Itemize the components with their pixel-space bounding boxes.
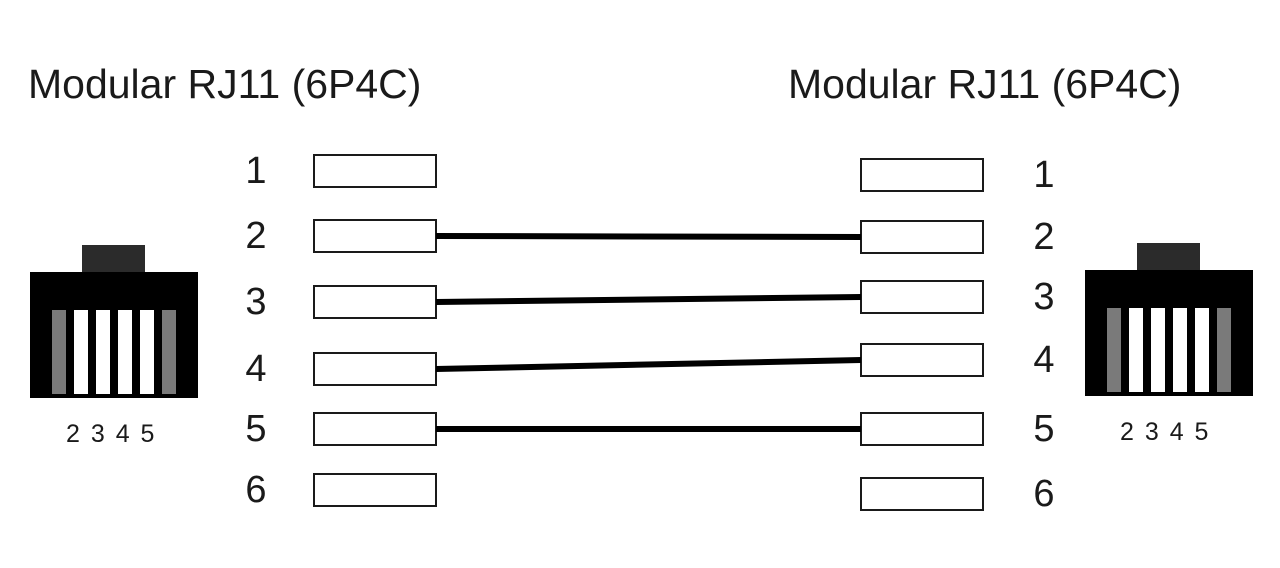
left-pin-3-box	[313, 285, 437, 319]
right-pin-3-box	[860, 280, 984, 314]
left-pin-number: 1	[245, 150, 267, 192]
right-rj11-jack-icon	[1085, 243, 1255, 403]
right-pin-6-box	[860, 477, 984, 511]
jack-contact-2	[1129, 308, 1143, 392]
left-pin-6-box	[313, 473, 437, 507]
left-pin-2-box	[313, 219, 437, 253]
right-pin-number: 2	[1033, 216, 1055, 258]
jack-contact-5	[140, 310, 154, 394]
right-pin-1-box	[860, 158, 984, 192]
jack-contact-4	[118, 310, 132, 394]
right-pin-number: 4	[1033, 339, 1055, 381]
jack-contact-4	[1173, 308, 1187, 392]
right-pin-number: 5	[1033, 408, 1055, 450]
right-jack-pin-label: 2 3 4 5	[1120, 418, 1211, 446]
right-pin-number: 6	[1033, 473, 1055, 515]
wire-pin-3-to-3	[435, 294, 862, 305]
left-pin-number: 6	[245, 469, 267, 511]
left-pin-5-box	[313, 412, 437, 446]
jack-contact-2	[74, 310, 88, 394]
left-connector-title: Modular RJ11 (6P4C)	[28, 61, 422, 107]
left-pin-1-box	[313, 154, 437, 188]
right-pin-2-box	[860, 220, 984, 254]
left-jack-pin-label: 2 3 4 5	[66, 420, 157, 448]
right-pin-number: 3	[1033, 276, 1055, 318]
jack-contact-3	[1151, 308, 1165, 392]
jack-contact-1	[1107, 308, 1121, 392]
left-rj11-jack-icon	[30, 245, 200, 405]
jack-latch-tab	[82, 245, 145, 274]
jack-contact-3	[96, 310, 110, 394]
right-connector-title: Modular RJ11 (6P4C)	[788, 61, 1182, 107]
right-pin-5-box	[860, 412, 984, 446]
jack-contact-6	[1217, 308, 1231, 392]
left-pin-number: 4	[245, 348, 267, 390]
jack-latch-tab	[1137, 243, 1200, 272]
right-pin-4-box	[860, 343, 984, 377]
jack-contact-6	[162, 310, 176, 394]
left-pin-number: 2	[245, 215, 267, 257]
left-pin-4-box	[313, 352, 437, 386]
left-pin-number: 5	[245, 408, 267, 450]
left-pin-number: 3	[245, 281, 267, 323]
right-pin-number: 1	[1033, 154, 1055, 196]
jack-contact-5	[1195, 308, 1209, 392]
wire-pin-4-to-4	[435, 357, 862, 372]
wire-pin-2-to-2	[435, 233, 862, 240]
jack-contact-1	[52, 310, 66, 394]
